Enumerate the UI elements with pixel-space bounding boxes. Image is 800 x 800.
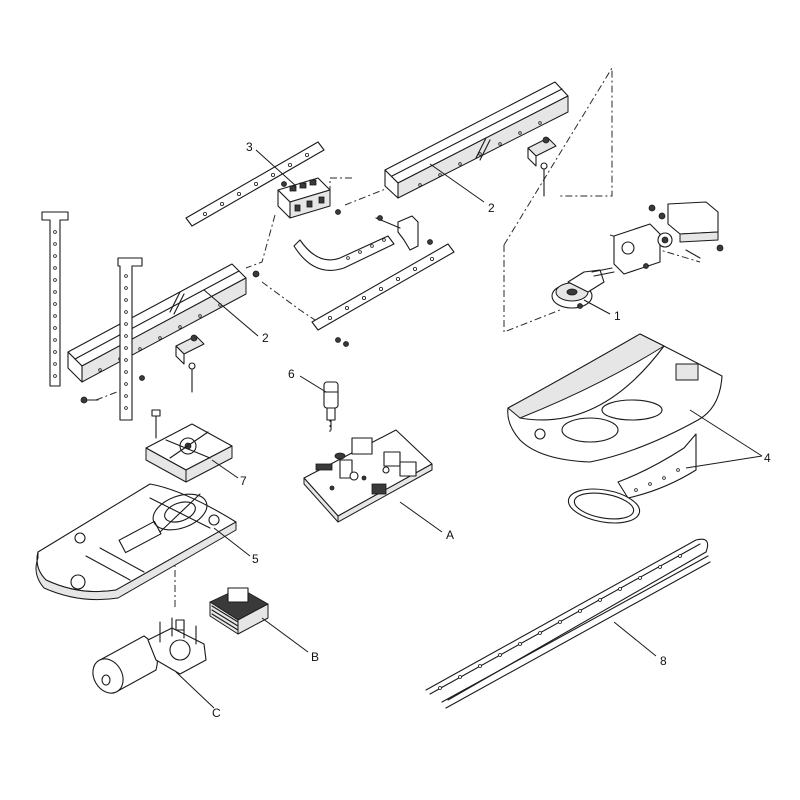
chain (425, 538, 711, 709)
label-part-5: 5 (252, 552, 259, 566)
cover-lens (567, 433, 697, 524)
cover (507, 333, 723, 463)
drive-gear (551, 267, 615, 309)
label-part-2-upper: 2 (488, 201, 495, 215)
label-part-A: A (446, 528, 454, 542)
label-part-8: 8 (660, 654, 667, 668)
motor (92, 617, 207, 694)
hanger-brackets (41, 211, 145, 421)
label-part-2-lower: 2 (262, 331, 269, 345)
label-part-3: 3 (246, 140, 253, 154)
curved-arm (293, 215, 433, 271)
label-part-B: B (311, 650, 319, 664)
chain-links (438, 554, 682, 690)
label-part-6: 6 (288, 367, 295, 381)
label-part-4: 4 (764, 451, 771, 465)
lower-rail-clamp (175, 334, 205, 393)
lower-strap (311, 243, 455, 347)
control-board (303, 429, 433, 523)
callout-labels: 3 2 2 1 4 6 7 5 A B C 8 (212, 140, 771, 720)
trolley (277, 177, 341, 219)
label-part-7: 7 (240, 474, 247, 488)
plug (323, 381, 339, 431)
label-part-1: 1 (614, 309, 621, 323)
upper-rail-clamp (527, 136, 557, 197)
transformer (209, 587, 269, 635)
upper-strap (185, 141, 325, 227)
transformer-cover (145, 409, 233, 483)
lower-rail (67, 263, 260, 383)
label-part-C: C (212, 706, 221, 720)
base-plate (35, 483, 237, 601)
drive-bracket (613, 201, 724, 275)
leader-lines (175, 149, 763, 709)
upper-rail (384, 81, 569, 199)
